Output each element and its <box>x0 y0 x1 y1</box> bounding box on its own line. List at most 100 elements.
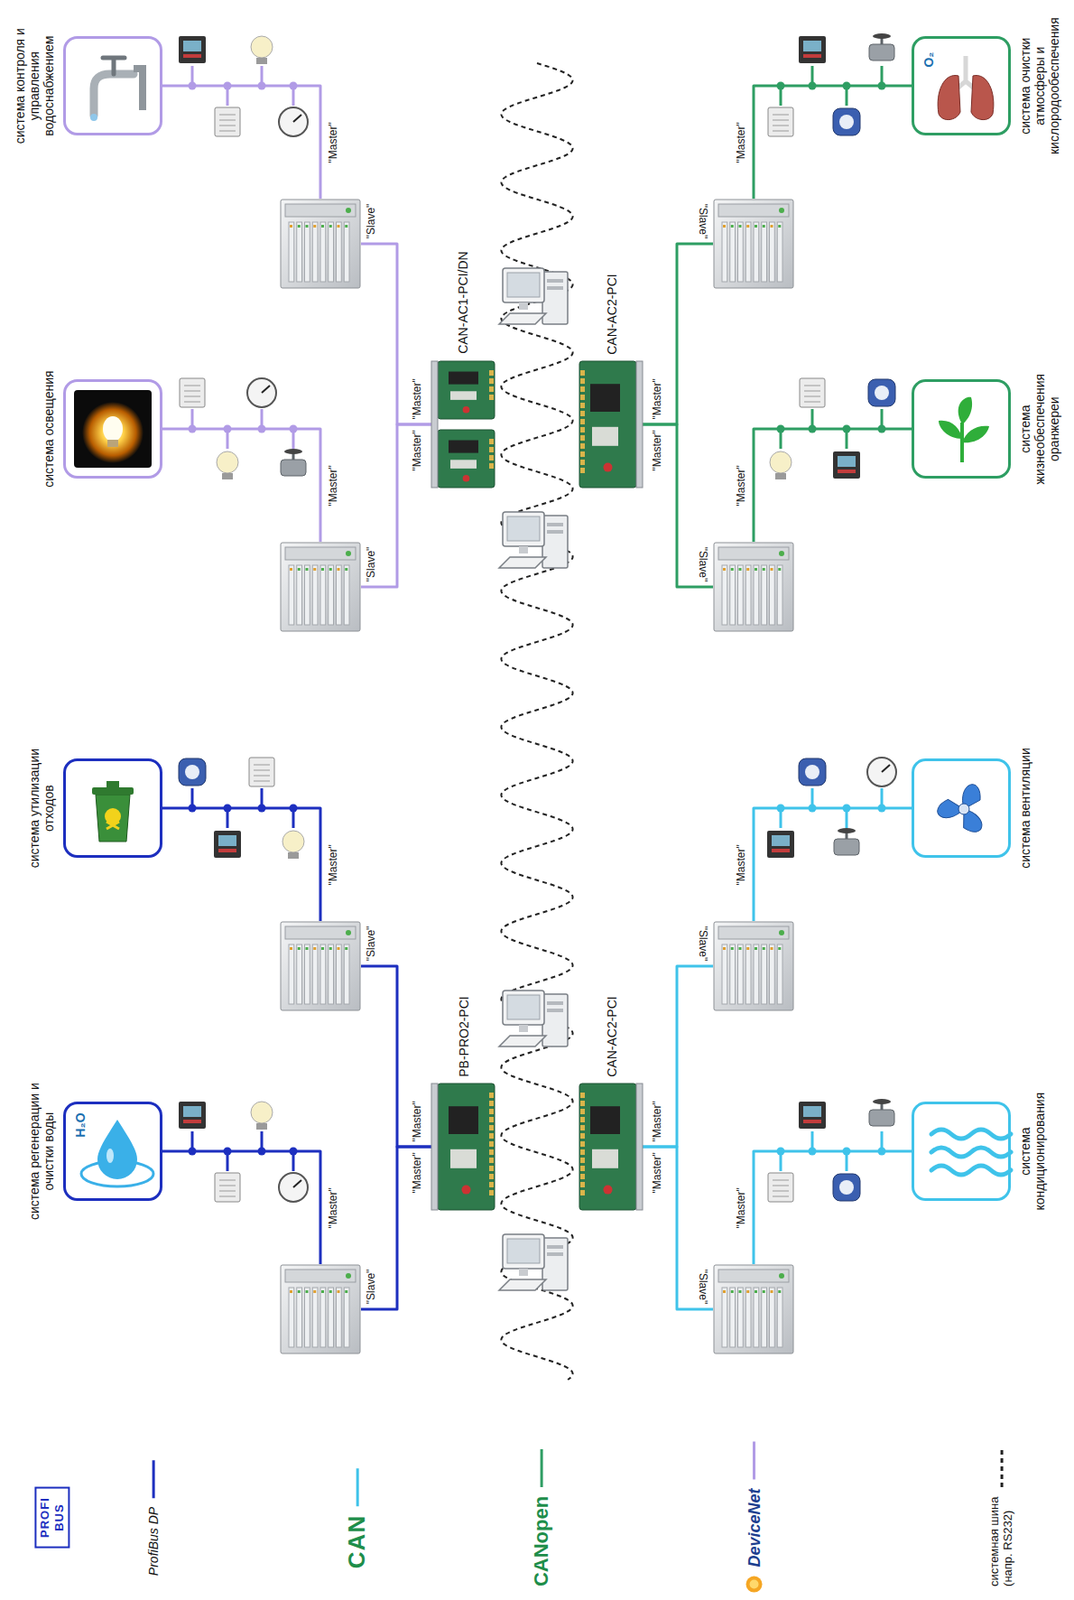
legend-line <box>148 1457 158 1500</box>
legend-line <box>351 1464 362 1507</box>
field-device <box>278 1172 308 1202</box>
bus-connector <box>361 965 432 1147</box>
port-label: "Master" <box>326 843 340 885</box>
port-label: "Master" <box>734 121 748 163</box>
node-outline <box>431 1083 495 1210</box>
field-device <box>214 1172 241 1202</box>
subsystem-icon: система жизнеобеспечения оранжереи <box>911 379 1011 479</box>
node-picture <box>579 361 643 488</box>
node-outline <box>712 541 795 632</box>
port-label: "Master" <box>734 1186 748 1228</box>
legend-text: CAN <box>342 1513 371 1567</box>
node-picture <box>280 921 361 1010</box>
node-outline <box>63 379 163 479</box>
pc-icon <box>499 511 568 568</box>
card-label: "Master" <box>410 1151 424 1193</box>
bus-connector <box>361 1146 432 1309</box>
plc-rack: "Slave""Master" <box>712 541 795 632</box>
port-label: "Slave" <box>695 546 709 582</box>
field-device <box>833 827 860 855</box>
bus-connector <box>162 1150 321 1264</box>
subsystem-icon: система утилизации отходов <box>63 758 163 858</box>
bus-connector <box>162 428 321 542</box>
card-label: "Master" <box>650 1100 664 1141</box>
node-picture <box>579 1083 643 1210</box>
plc-rack: "Slave""Master" <box>279 198 362 289</box>
field-device <box>280 448 306 476</box>
port-label: "Master" <box>734 464 748 506</box>
node-outline <box>579 361 643 488</box>
legend-line <box>997 1446 1007 1489</box>
field-device <box>178 1101 206 1129</box>
node-picture <box>431 361 495 488</box>
node-picture <box>913 380 1010 478</box>
pc-group <box>499 268 568 1290</box>
bus-connector <box>642 243 713 425</box>
subsystem-label: система освещения <box>41 351 56 506</box>
node-outline <box>712 920 795 1011</box>
field-device <box>798 758 826 786</box>
port-label: "Master" <box>734 843 748 885</box>
system-bus <box>500 63 573 1380</box>
subsystem-label: система регенерации и очистки воды <box>27 1074 56 1228</box>
node-picture <box>64 37 162 135</box>
plc-rack: "Slave""Master" <box>279 1263 362 1354</box>
node-outline <box>431 361 495 488</box>
legend-item: ProfiBus DP <box>146 1457 161 1575</box>
field-device <box>250 36 273 65</box>
port-label: "Master" <box>326 1186 340 1228</box>
subsystem-label: система утилизации отходов <box>27 731 56 885</box>
card-label: CAN-AC2-PCI <box>603 273 619 354</box>
port-label: "Slave" <box>365 203 379 239</box>
bus-connector <box>361 424 432 587</box>
node-outline <box>63 758 163 858</box>
subsystem-icon: система кондиционирования <box>911 1101 1011 1201</box>
field-device <box>868 379 896 407</box>
plc-rack: "Slave""Master" <box>279 541 362 632</box>
bus-connector <box>753 807 912 921</box>
legend-text: CANopen <box>529 1495 554 1586</box>
port-label: "Slave" <box>695 925 709 961</box>
node-picture <box>913 759 1010 857</box>
port-label: "Slave" <box>365 1268 379 1304</box>
node-picture <box>280 199 361 288</box>
node-picture <box>913 1102 1012 1200</box>
logo-sun <box>743 1573 764 1594</box>
legend-item: системная шина (напр. RS232) <box>988 1446 1016 1586</box>
field-device <box>798 36 826 64</box>
field-device <box>178 758 206 786</box>
plc-rack: "Slave""Master" <box>712 198 795 289</box>
node-outline <box>279 541 362 632</box>
node-outline <box>279 920 362 1011</box>
bus-connector <box>642 965 713 1147</box>
subsystem-icon: система регенерации и очистки водыH₂O <box>63 1101 163 1201</box>
subsystem-icon: система вентиляции <box>911 758 1011 858</box>
node-outline <box>911 36 1011 136</box>
node-picture <box>913 37 1010 135</box>
legend-item: CAN <box>342 1464 371 1567</box>
field-device <box>282 830 305 859</box>
node-picture <box>280 542 361 631</box>
plc-rack: "Slave""Master" <box>712 920 795 1011</box>
field-device <box>249 757 275 787</box>
subsystem-icon: система очистки атмосферы и кислородообе… <box>911 36 1011 136</box>
field-device <box>869 33 895 61</box>
legend-text: DeviceNet <box>744 1487 764 1566</box>
field-device <box>250 1101 273 1130</box>
field-device <box>767 830 795 858</box>
interface-card: CAN-AC2-PCI"Master""Master" <box>579 1083 643 1210</box>
field-device <box>278 107 308 137</box>
legend-text: ProfiBus DP <box>146 1506 161 1575</box>
field-device <box>179 378 205 408</box>
subsystem-label: система жизнеобеспечения оранжереи <box>1018 351 1062 506</box>
node-picture <box>64 1102 162 1200</box>
node-picture <box>713 199 794 288</box>
port-label: "Master" <box>326 121 340 163</box>
interface-card: PB-PRO2-PCI"Master""Master" <box>431 1083 495 1210</box>
field-device <box>214 107 241 137</box>
card-label: "Master" <box>650 378 664 419</box>
port-label: "Master" <box>326 464 340 506</box>
field-device <box>798 1101 826 1129</box>
field-device <box>799 378 825 408</box>
